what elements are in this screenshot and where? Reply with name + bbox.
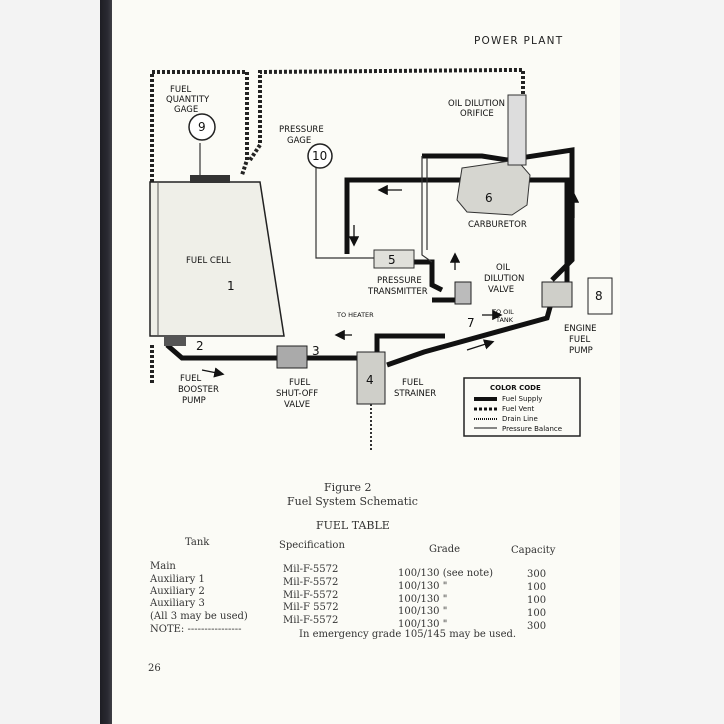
engine-fuel-pump — [541, 277, 613, 315]
cell-grade: 100/130 " — [398, 594, 448, 605]
legend-fuel-vent: Fuel Vent — [502, 405, 535, 413]
page-number: 26 — [148, 663, 161, 674]
col-header-tank: Tank — [185, 537, 210, 548]
label-pressure-transmitter-1: PRESSURE — [377, 276, 422, 286]
label-fuel-shutoff-valve-3: VALVE — [284, 400, 310, 410]
label-carburetor: CARBURETOR — [468, 220, 527, 230]
label-fuel-strainer-1: FUEL — [402, 378, 423, 388]
label-to-heater: TO HEATER — [336, 311, 374, 319]
cell-tank: Auxiliary 1 — [150, 574, 205, 585]
label-oil-dilution-valve-3: VALVE — [488, 285, 514, 295]
label-fuel-booster-pump-3: PUMP — [182, 396, 206, 406]
number-4: 4 — [366, 373, 374, 387]
label-fuel-quantity-gage-1: FUEL — [170, 85, 191, 95]
label-oil-dilution-valve-1: OIL — [496, 263, 510, 273]
background-surface — [620, 0, 724, 724]
label-fuel-quantity-gage-2: QUANTITY — [166, 95, 210, 105]
label-oil-dilution-orifice-2: ORIFICE — [460, 109, 494, 119]
number-3: 3 — [312, 344, 320, 358]
pressure-transmitter — [373, 249, 415, 269]
fuel-system-schematic: FUEL QUANTITY GAGE PRESSURE GAGE OIL DIL… — [149, 68, 613, 450]
cell-capacity: 300 — [527, 621, 547, 632]
cell-grade: 100/130 " — [398, 606, 448, 617]
cell-capacity: 100 — [527, 582, 547, 593]
cell-tank: Auxiliary 3 — [150, 598, 205, 609]
oil-dilution-valve — [454, 281, 472, 305]
number-2: 2 — [196, 339, 204, 353]
cell-spec: Mil-F-5572 — [283, 564, 339, 575]
cell-spec: Mil-F-5572 — [283, 577, 339, 588]
cell-tank: (All 3 may be used) — [150, 611, 248, 622]
figure-number: Figure 2 — [324, 481, 372, 494]
col-header-grade: Grade — [429, 544, 461, 555]
label-engine-fuel-pump-1: ENGINE — [564, 324, 597, 334]
cell-spec: Mil-F-5572 — [283, 590, 339, 601]
legend-pressure-balance: Pressure Balance — [502, 425, 562, 433]
number-5: 5 — [388, 253, 396, 267]
figure-title: Fuel System Schematic — [287, 495, 418, 508]
fuel-shutoff-valve — [276, 345, 308, 369]
color-code-legend — [463, 377, 581, 437]
note-text: In emergency grade 105/145 may be used. — [299, 629, 517, 640]
number-6: 6 — [485, 191, 493, 205]
fuel-booster-pump — [164, 336, 186, 346]
fuel-quantity-gage-icon — [188, 113, 216, 141]
fuel-cell-tank — [149, 175, 285, 337]
cell-capacity: 100 — [527, 608, 547, 619]
label-to-oil-tank-1: TO OIL — [491, 308, 514, 316]
cell-tank: Auxiliary 2 — [150, 586, 205, 597]
note-label: NOTE: ---------------- — [150, 624, 242, 635]
legend-fuel-supply: Fuel Supply — [502, 395, 542, 403]
cell-spec: Mil-F 5572 — [283, 602, 339, 613]
pressure-gage-icon — [307, 143, 333, 169]
label-fuel-shutoff-valve-2: SHUT-OFF — [276, 389, 318, 399]
label-pressure-transmitter-2: TRANSMITTER — [367, 287, 428, 297]
label-engine-fuel-pump-2: FUEL — [569, 335, 590, 345]
label-fuel-booster-pump-2: BOOSTER — [178, 385, 219, 395]
number-7: 7 — [467, 316, 475, 330]
label-fuel-booster-pump-1: FUEL — [180, 374, 201, 384]
label-oil-dilution-orifice-1: OIL DILUTION — [448, 99, 505, 109]
label-to-oil-tank-2: TANK — [495, 316, 514, 324]
legend-title: COLOR CODE — [490, 384, 541, 392]
label-fuel-strainer-2: STRAINER — [394, 389, 436, 399]
carburetor — [456, 94, 531, 216]
col-header-capacity: Capacity — [511, 545, 556, 556]
number-10: 10 — [312, 149, 327, 163]
flow-arrows — [201, 184, 580, 378]
cell-capacity: 100 — [527, 595, 547, 606]
label-pressure-gage-2: GAGE — [287, 136, 311, 146]
facing-page-edge — [0, 0, 100, 724]
cell-grade: 100/130 (see note) — [398, 568, 494, 579]
number-1: 1 — [227, 279, 235, 293]
label-oil-dilution-valve-2: DILUTION — [484, 274, 524, 284]
label-engine-fuel-pump-3: PUMP — [569, 346, 593, 356]
col-header-specification: Specification — [279, 540, 345, 551]
book-binding — [100, 0, 114, 724]
pressure-balance-lines — [199, 143, 433, 263]
cell-capacity: 300 — [527, 569, 547, 580]
vent-lines — [150, 68, 525, 385]
fuel-table-title: FUEL TABLE — [316, 519, 390, 532]
cell-spec: Mil-F-5572 — [283, 615, 339, 626]
running-header: POWER PLANT — [474, 35, 564, 47]
number-9: 9 — [198, 120, 206, 134]
label-pressure-gage-1: PRESSURE — [279, 125, 324, 135]
cell-tank: Main — [150, 561, 176, 572]
label-fuel-cell: FUEL CELL — [186, 256, 231, 266]
number-8: 8 — [595, 289, 603, 303]
label-fuel-quantity-gage-3: GAGE — [174, 105, 198, 115]
label-fuel-shutoff-valve-1: FUEL — [289, 378, 310, 388]
cell-grade: 100/130 " — [398, 581, 448, 592]
fuel-strainer — [356, 351, 386, 450]
legend-drain-line: Drain Line — [502, 415, 538, 423]
cell-grade: 100/130 " — [398, 619, 448, 630]
